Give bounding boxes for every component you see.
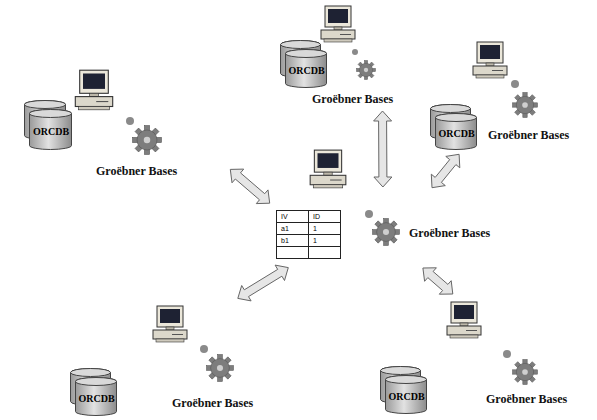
gear-icon <box>513 93 538 118</box>
table-cell <box>276 246 309 259</box>
site-group: Groëbner Bases ORCDB <box>68 300 272 418</box>
site-label: Groëbner Bases <box>409 226 490 240</box>
site-group: Groëbner Bases ORCDB <box>378 296 592 418</box>
table-value: b1 <box>281 237 289 244</box>
table-value: IV <box>281 213 288 220</box>
gear-dot <box>126 117 134 125</box>
gear-icon <box>373 219 400 246</box>
computer-icon <box>153 306 187 342</box>
gear-icon <box>513 360 538 385</box>
gear-icon <box>356 60 375 79</box>
gear-icon <box>133 126 162 155</box>
double-arrow <box>374 111 392 187</box>
cylinder-outline <box>24 100 72 150</box>
cylinder-outline <box>430 104 477 150</box>
gear-dot <box>511 80 519 88</box>
site-group: Groëbner Bases ORCDB <box>278 4 434 108</box>
computer-icon <box>473 42 507 78</box>
site-label: Groëbner Bases <box>312 92 393 106</box>
table-value: a1 <box>281 225 289 232</box>
site-group: Groëbner Bases ORCDB <box>428 40 593 152</box>
table-value: 1 <box>313 237 317 244</box>
database-cylinder: ORCDB <box>70 368 117 416</box>
database-label: ORCDB <box>386 391 427 403</box>
database-label: ORCDB <box>76 393 117 405</box>
cylinder-outline <box>70 368 117 416</box>
site-label: Groëbner Bases <box>172 396 253 410</box>
site-label: Groëbner Bases <box>488 128 569 142</box>
database-label: ORCDB <box>286 65 327 77</box>
computer-icon <box>310 150 346 188</box>
computer-icon <box>321 6 355 42</box>
gear-dot <box>200 345 208 353</box>
gear-dot <box>352 49 358 55</box>
database-label: ORCDB <box>436 128 477 140</box>
computer-icon <box>447 302 481 338</box>
double-arrow <box>423 268 453 294</box>
site-group: Groëbner Bases ORCDB <box>22 66 228 180</box>
double-arrow <box>238 265 288 301</box>
database-cylinder: ORCDB <box>380 366 427 414</box>
double-arrow <box>230 169 269 204</box>
site-label: Groëbner Bases <box>96 164 177 178</box>
double-arrow <box>431 154 460 187</box>
computer-icon <box>75 70 112 110</box>
gear-icon <box>207 355 234 382</box>
database-cylinder: ORCDB <box>280 40 327 88</box>
table-value: 1 <box>313 225 317 232</box>
gear-dot <box>503 350 511 358</box>
database-label: ORCDB <box>30 126 72 138</box>
database-cylinder: ORCDB <box>430 104 477 150</box>
cylinder-outline <box>380 366 427 414</box>
database-cylinder: ORCDB <box>24 100 72 150</box>
gear-dot <box>365 210 373 218</box>
table-value: ID <box>313 213 320 220</box>
table-cell <box>308 246 341 259</box>
site-label: Groëbner Bases <box>486 392 567 406</box>
cylinder-outline <box>280 40 327 88</box>
